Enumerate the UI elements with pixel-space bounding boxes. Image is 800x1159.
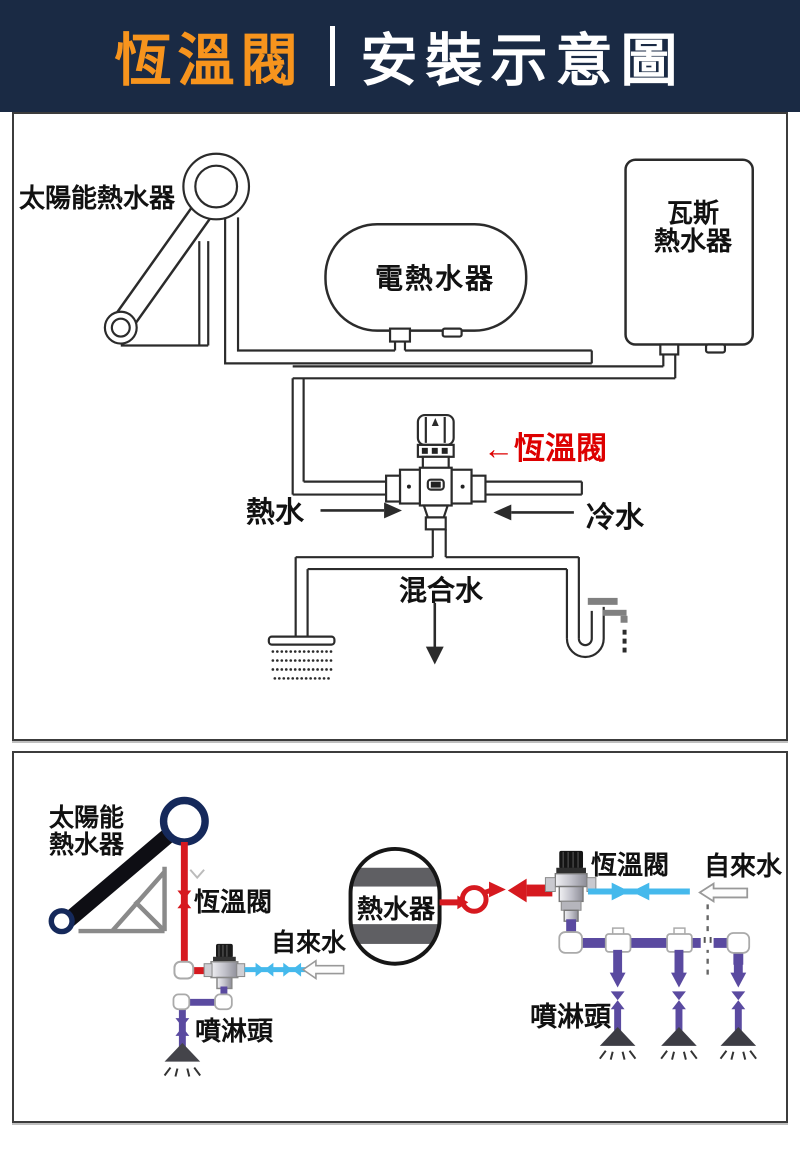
shower-drop xyxy=(719,960,757,1060)
page-title-subject: 安裝示意圖 xyxy=(360,30,686,93)
mixed-manifold-right xyxy=(558,919,757,1060)
label-shower-right: 噴淋頭 xyxy=(530,1002,611,1032)
faucet-icon xyxy=(587,597,628,653)
label-solar-heater: 太陽能 熱水器 xyxy=(49,805,125,859)
installation-panel: 太陽能 熱水器 恆溫閥 自來水 噴淋頭 熱水器 恆溫閥 自來水 噴淋頭 xyxy=(12,751,788,1123)
hot-water-arrow xyxy=(320,502,402,519)
label-gas-heater: 瓦斯 熱水器 xyxy=(653,199,732,257)
solar-heater-drawing xyxy=(103,152,251,345)
shower-head-icon xyxy=(164,1042,201,1062)
tap-water-arrow-right xyxy=(698,881,749,904)
shower-head-icon xyxy=(661,1027,697,1046)
hot-pipe-left xyxy=(173,842,213,980)
solar-heater-stand xyxy=(120,241,210,347)
schematic-drawing xyxy=(103,152,754,680)
label-mixed-water: 混合水 xyxy=(399,576,484,607)
mixing-valve-right xyxy=(544,850,597,922)
solar-heater-color-drawing xyxy=(48,796,209,935)
shower-drop xyxy=(660,949,698,1060)
label-valve-left: 恆溫閥 xyxy=(194,888,273,917)
label-tap-right: 自來水 xyxy=(704,852,783,881)
label-electric-heater: 電熱水器 xyxy=(375,264,496,295)
shower-head-icon xyxy=(267,635,336,680)
label-cold-water: 冷水 xyxy=(586,502,645,534)
mixed-water-arrow xyxy=(425,602,444,665)
mixed-water-piping xyxy=(294,529,605,659)
electric-heater-drawing xyxy=(324,223,528,343)
cold-water-piping xyxy=(483,480,583,496)
header-banner: 恆溫閥 安裝示意圖 xyxy=(0,0,800,112)
label-shower-left: 噴淋頭 xyxy=(195,1017,274,1046)
mixed-pipe-left xyxy=(163,986,233,1077)
installation-drawing xyxy=(48,796,757,1077)
label-hot-water: 熱水 xyxy=(246,497,305,529)
title-divider xyxy=(329,26,335,86)
label-valve-pointer: ←恆溫閥 xyxy=(483,431,607,466)
mixing-valve-left xyxy=(203,943,246,990)
tap-water-arrow-left xyxy=(301,959,345,981)
cold-pipe-right xyxy=(587,881,749,975)
water-heater-tank xyxy=(348,846,442,966)
label-valve-right: 恆溫閥 xyxy=(591,851,670,880)
page-title-product: 恆溫閥 xyxy=(114,30,304,93)
label-solar-heater: 太陽能熱水器 xyxy=(19,184,176,213)
shower-head-icon xyxy=(720,1027,757,1046)
hot-water-piping xyxy=(224,217,677,496)
shower-head-icon xyxy=(599,1027,636,1046)
schematic-panel: 太陽能熱水器 電熱水器 瓦斯 熱水器 熱水 冷水 ←恆溫閥 混合水 xyxy=(12,112,788,741)
hot-flow-middle xyxy=(439,878,553,914)
cold-pipe-left xyxy=(244,959,345,981)
gas-heater-drawing xyxy=(624,158,754,356)
cold-water-arrow xyxy=(493,504,574,521)
label-heater-middle: 熱水器 xyxy=(357,895,436,924)
label-tap-left: 自來水 xyxy=(271,930,347,957)
thermostatic-valve-drawing xyxy=(384,413,487,531)
